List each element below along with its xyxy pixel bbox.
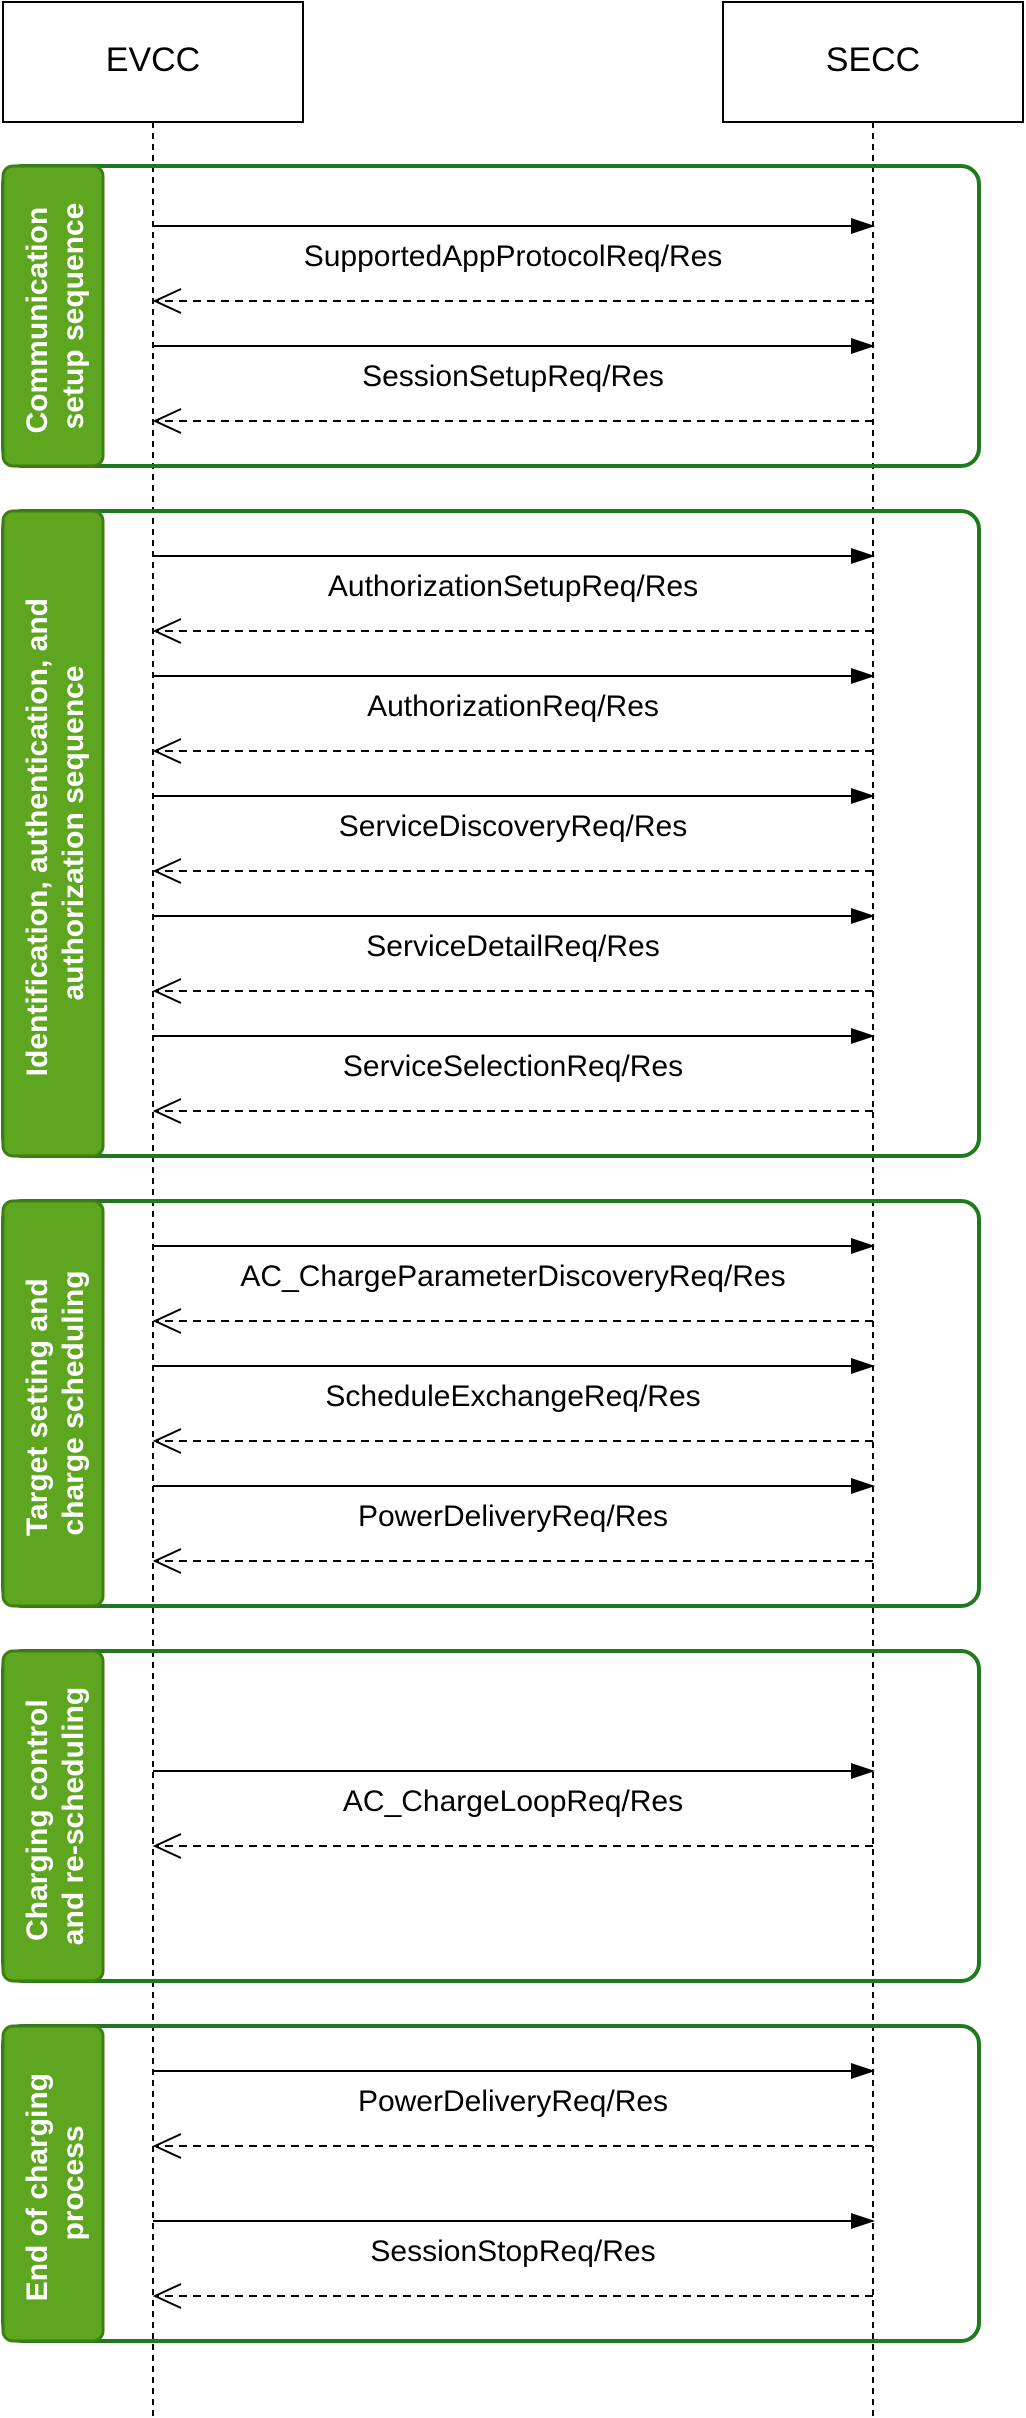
section-title-line-1: End of charging <box>21 2073 54 2301</box>
response-arrowhead <box>152 1833 182 1859</box>
message-session-stop: SessionStopReq/Res <box>152 2213 875 2309</box>
response-arrowhead <box>152 978 182 1004</box>
message-authorization-setup: AuthorizationSetupReq/Res <box>152 548 875 644</box>
evcc-actor: EVCC <box>2 1 304 123</box>
svg-text:Communication setup sequ: Communication setup sequence <box>21 198 90 433</box>
message-label: AC_ChargeParameterDiscoveryReq/Res <box>240 1260 785 1293</box>
section-title-line-1: Target setting and <box>21 1278 54 1536</box>
message-service-selection: ServiceSelectionReq/Res <box>152 1028 875 1124</box>
response-arrowhead <box>152 2283 182 2309</box>
message-power-delivery-stop: PowerDeliveryReq/Res <box>152 2063 875 2159</box>
response-arrowhead <box>152 1428 182 1454</box>
response-arrowhead <box>152 858 182 884</box>
response-arrowhead <box>152 288 182 314</box>
response-arrowhead <box>152 2133 182 2159</box>
message-label: SupportedAppProtocolReq/Res <box>304 240 723 273</box>
message-label: AuthorizationReq/Res <box>367 690 659 723</box>
section-frame <box>1 2024 981 2343</box>
response-arrowhead <box>152 738 182 764</box>
message-charge-parameter-discovery: AC_ChargeParameterDiscoveryReq/Res <box>152 1238 875 1334</box>
section-title-line-1: Identification, authentication, and <box>21 598 54 1076</box>
section-target-setting: Target setting and charge scheduling AC_… <box>1 1199 981 1608</box>
message-label: SessionStopReq/Res <box>370 2235 655 2268</box>
message-label: AuthorizationSetupReq/Res <box>328 570 698 603</box>
message-service-detail: ServiceDetailReq/Res <box>152 908 875 1004</box>
message-authorization: AuthorizationReq/Res <box>152 668 875 764</box>
section-title-line-2: setup sequence <box>57 203 90 430</box>
response-arrowhead <box>152 618 182 644</box>
message-label: ServiceDiscoveryReq/Res <box>339 810 687 843</box>
section-label-box <box>1 164 105 468</box>
section-label-box <box>1 1199 105 1608</box>
section-title-line-2: authorization sequence <box>57 665 90 1000</box>
message-label: PowerDeliveryReq/Res <box>358 1500 668 1533</box>
section-title-line-2: process <box>57 2125 90 2240</box>
section-title-line-2: and re-scheduling <box>57 1687 90 1945</box>
section-communication-setup: Communication setup sequence SupportedAp… <box>1 164 981 468</box>
message-label: PowerDeliveryReq/Res <box>358 2085 668 2118</box>
section-label-box <box>1 509 105 1158</box>
svg-text:Charging control and re-: Charging control and re-scheduling <box>21 1687 90 1945</box>
message-schedule-exchange: ScheduleExchangeReq/Res <box>152 1358 875 1454</box>
message-label: ScheduleExchangeReq/Res <box>325 1380 700 1413</box>
message-label: AC_ChargeLoopReq/Res <box>343 1785 683 1818</box>
response-arrowhead <box>152 408 182 434</box>
section-identification-authorization: Identification, authentication, and auth… <box>1 509 981 1158</box>
secc-actor: SECC <box>722 1 1024 123</box>
svg-text:Identification, authentication: Identification, authentication, and auth… <box>21 590 90 1077</box>
section-charging-control: Charging control and re-scheduling AC_Ch… <box>1 1649 981 1983</box>
section-title-line-2: charge scheduling <box>57 1270 90 1535</box>
section-title-line-1: Charging control <box>21 1699 54 1941</box>
section-end-of-charging: End of charging process PowerDeliveryReq… <box>1 2024 981 2343</box>
svg-text:Target setting and charg: Target setting and charge scheduling <box>21 1270 90 1536</box>
response-arrowhead <box>152 1098 182 1124</box>
message-charge-loop: AC_ChargeLoopReq/Res <box>152 1763 875 1859</box>
response-arrowhead <box>152 1308 182 1334</box>
section-label-box <box>1 1649 105 1983</box>
message-label: SessionSetupReq/Res <box>362 360 664 393</box>
message-service-discovery: ServiceDiscoveryReq/Res <box>152 788 875 884</box>
secc-label: SECC <box>826 41 920 79</box>
message-label: ServiceDetailReq/Res <box>366 930 659 963</box>
response-arrowhead <box>152 1548 182 1574</box>
svg-text:End of charging process: End of charging process <box>21 2065 90 2302</box>
message-supported-app-protocol: SupportedAppProtocolReq/Res <box>152 218 875 314</box>
message-session-setup: SessionSetupReq/Res <box>152 338 875 434</box>
message-power-delivery: PowerDeliveryReq/Res <box>152 1478 875 1574</box>
section-title-line-1: Communication <box>21 207 54 434</box>
section-label-box <box>1 2024 105 2343</box>
evcc-label: EVCC <box>106 41 200 79</box>
message-label: ServiceSelectionReq/Res <box>343 1050 683 1083</box>
